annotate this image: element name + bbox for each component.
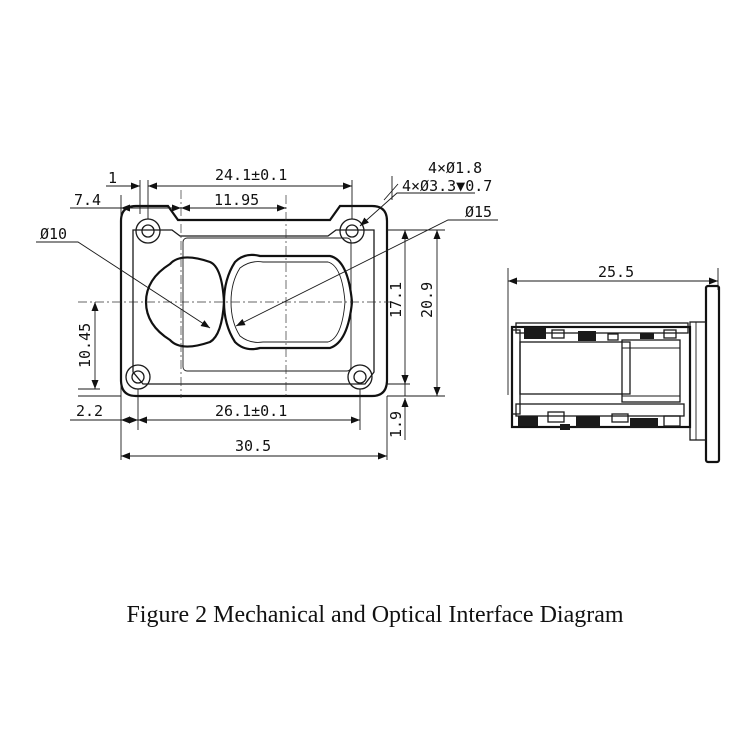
dim-17-1: 17.1 [387, 282, 405, 318]
leader-lines [36, 192, 498, 329]
dim-4x-hole: 4×Ø1.8 [428, 159, 482, 177]
dim-4x-counterbore: 4×Ø3.3▼0.7 [402, 177, 492, 195]
sensor-block [621, 339, 681, 403]
counterbore-frame [383, 176, 399, 201]
dim-25-5: 25.5 [598, 263, 634, 281]
dim-1: 1 [108, 169, 117, 187]
dim-phi10: Ø10 [40, 225, 67, 243]
inner-recess [182, 237, 352, 372]
dim-phi15: Ø15 [465, 203, 492, 221]
left-bracket [511, 329, 521, 415]
dim-10-45: 10.45 [76, 323, 94, 368]
flange-collar [689, 321, 707, 441]
dim-30-5: 30.5 [235, 437, 271, 455]
plate-inner-outline [132, 229, 375, 385]
pcb-bottom [515, 403, 685, 417]
components-bottom [518, 411, 681, 430]
dim-20-9: 20.9 [418, 282, 436, 318]
dim-26-1: 26.1±0.1 [215, 402, 287, 420]
dim-11-95: 11.95 [214, 191, 259, 209]
extension-lines [78, 180, 445, 460]
mounting-hole-tl [135, 218, 161, 244]
front-view: 1 24.1±0.1 7.4 11.95 Ø10 4×Ø1.8 4×Ø3.3▼0… [36, 159, 498, 460]
mounting-hole-tr [339, 218, 365, 244]
side-view: 25.5 [507, 263, 721, 464]
lens-barrel [519, 341, 631, 395]
figure-caption: Figure 2 Mechanical and Optical Interfac… [126, 602, 624, 628]
pcb-top [515, 322, 689, 334]
dim-7-4: 7.4 [74, 191, 101, 209]
dim-24-1: 24.1±0.1 [215, 166, 287, 184]
dim-1-9: 1.9 [387, 411, 405, 438]
dim-2-2: 2.2 [76, 402, 103, 420]
front-flange [704, 284, 721, 464]
components-top [524, 327, 677, 341]
large-lens [222, 253, 354, 351]
mounting-hole-br [347, 364, 373, 390]
dimension-lines [70, 182, 441, 460]
